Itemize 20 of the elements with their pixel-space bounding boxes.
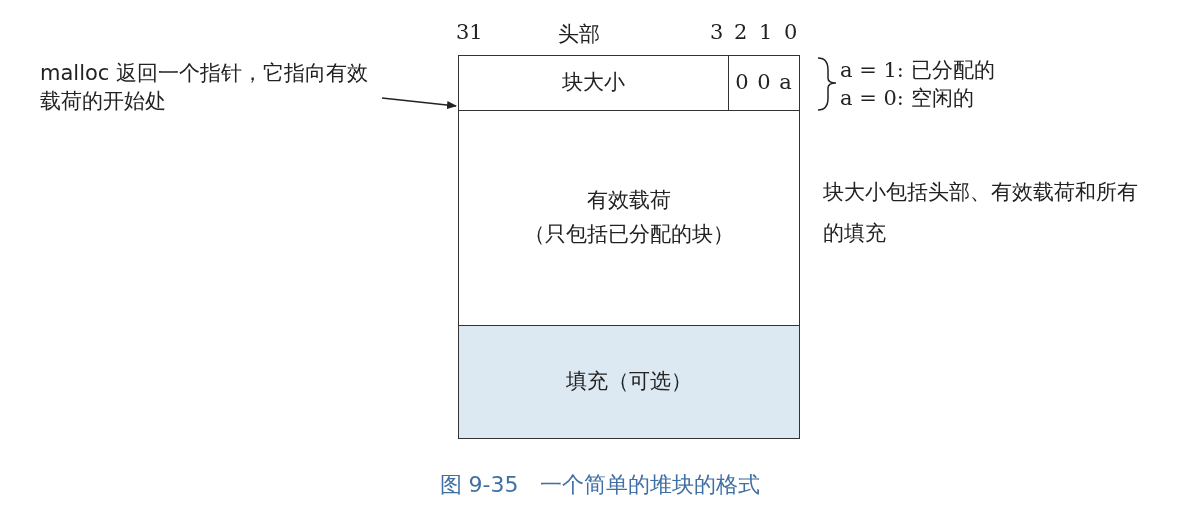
header-field: [458, 55, 729, 111]
bit-index: 31: [456, 20, 483, 44]
flag-note: a = 1: 已分配的: [840, 57, 995, 84]
bit-index: 2: [734, 20, 748, 44]
figure-caption: 图 9-35 一个简单的堆块的格式: [438, 471, 762, 499]
field-label: 块大小: [562, 69, 625, 97]
flag-bits-field: [728, 55, 800, 111]
annotation-text: malloc 返回一个指针，它指向有效载荷的开始处: [40, 59, 370, 115]
bit-index: 3: [710, 20, 724, 44]
flag-note: a = 0: 空闲的: [840, 85, 974, 112]
field-label: 0 0 a: [735, 69, 793, 97]
arrow: [381, 97, 457, 109]
field-label: （只包括已分配的块）: [524, 221, 734, 248]
bit-index: 1: [759, 20, 773, 44]
field-label: 填充（可选）: [566, 368, 692, 396]
size-note: 块大小包括头部、有效载荷和所有的填充: [823, 179, 1139, 247]
field-heading: 头部: [558, 21, 600, 48]
padding-box: [458, 325, 800, 439]
bit-index: 0: [784, 20, 798, 44]
field-label: 有效载荷: [587, 187, 671, 215]
